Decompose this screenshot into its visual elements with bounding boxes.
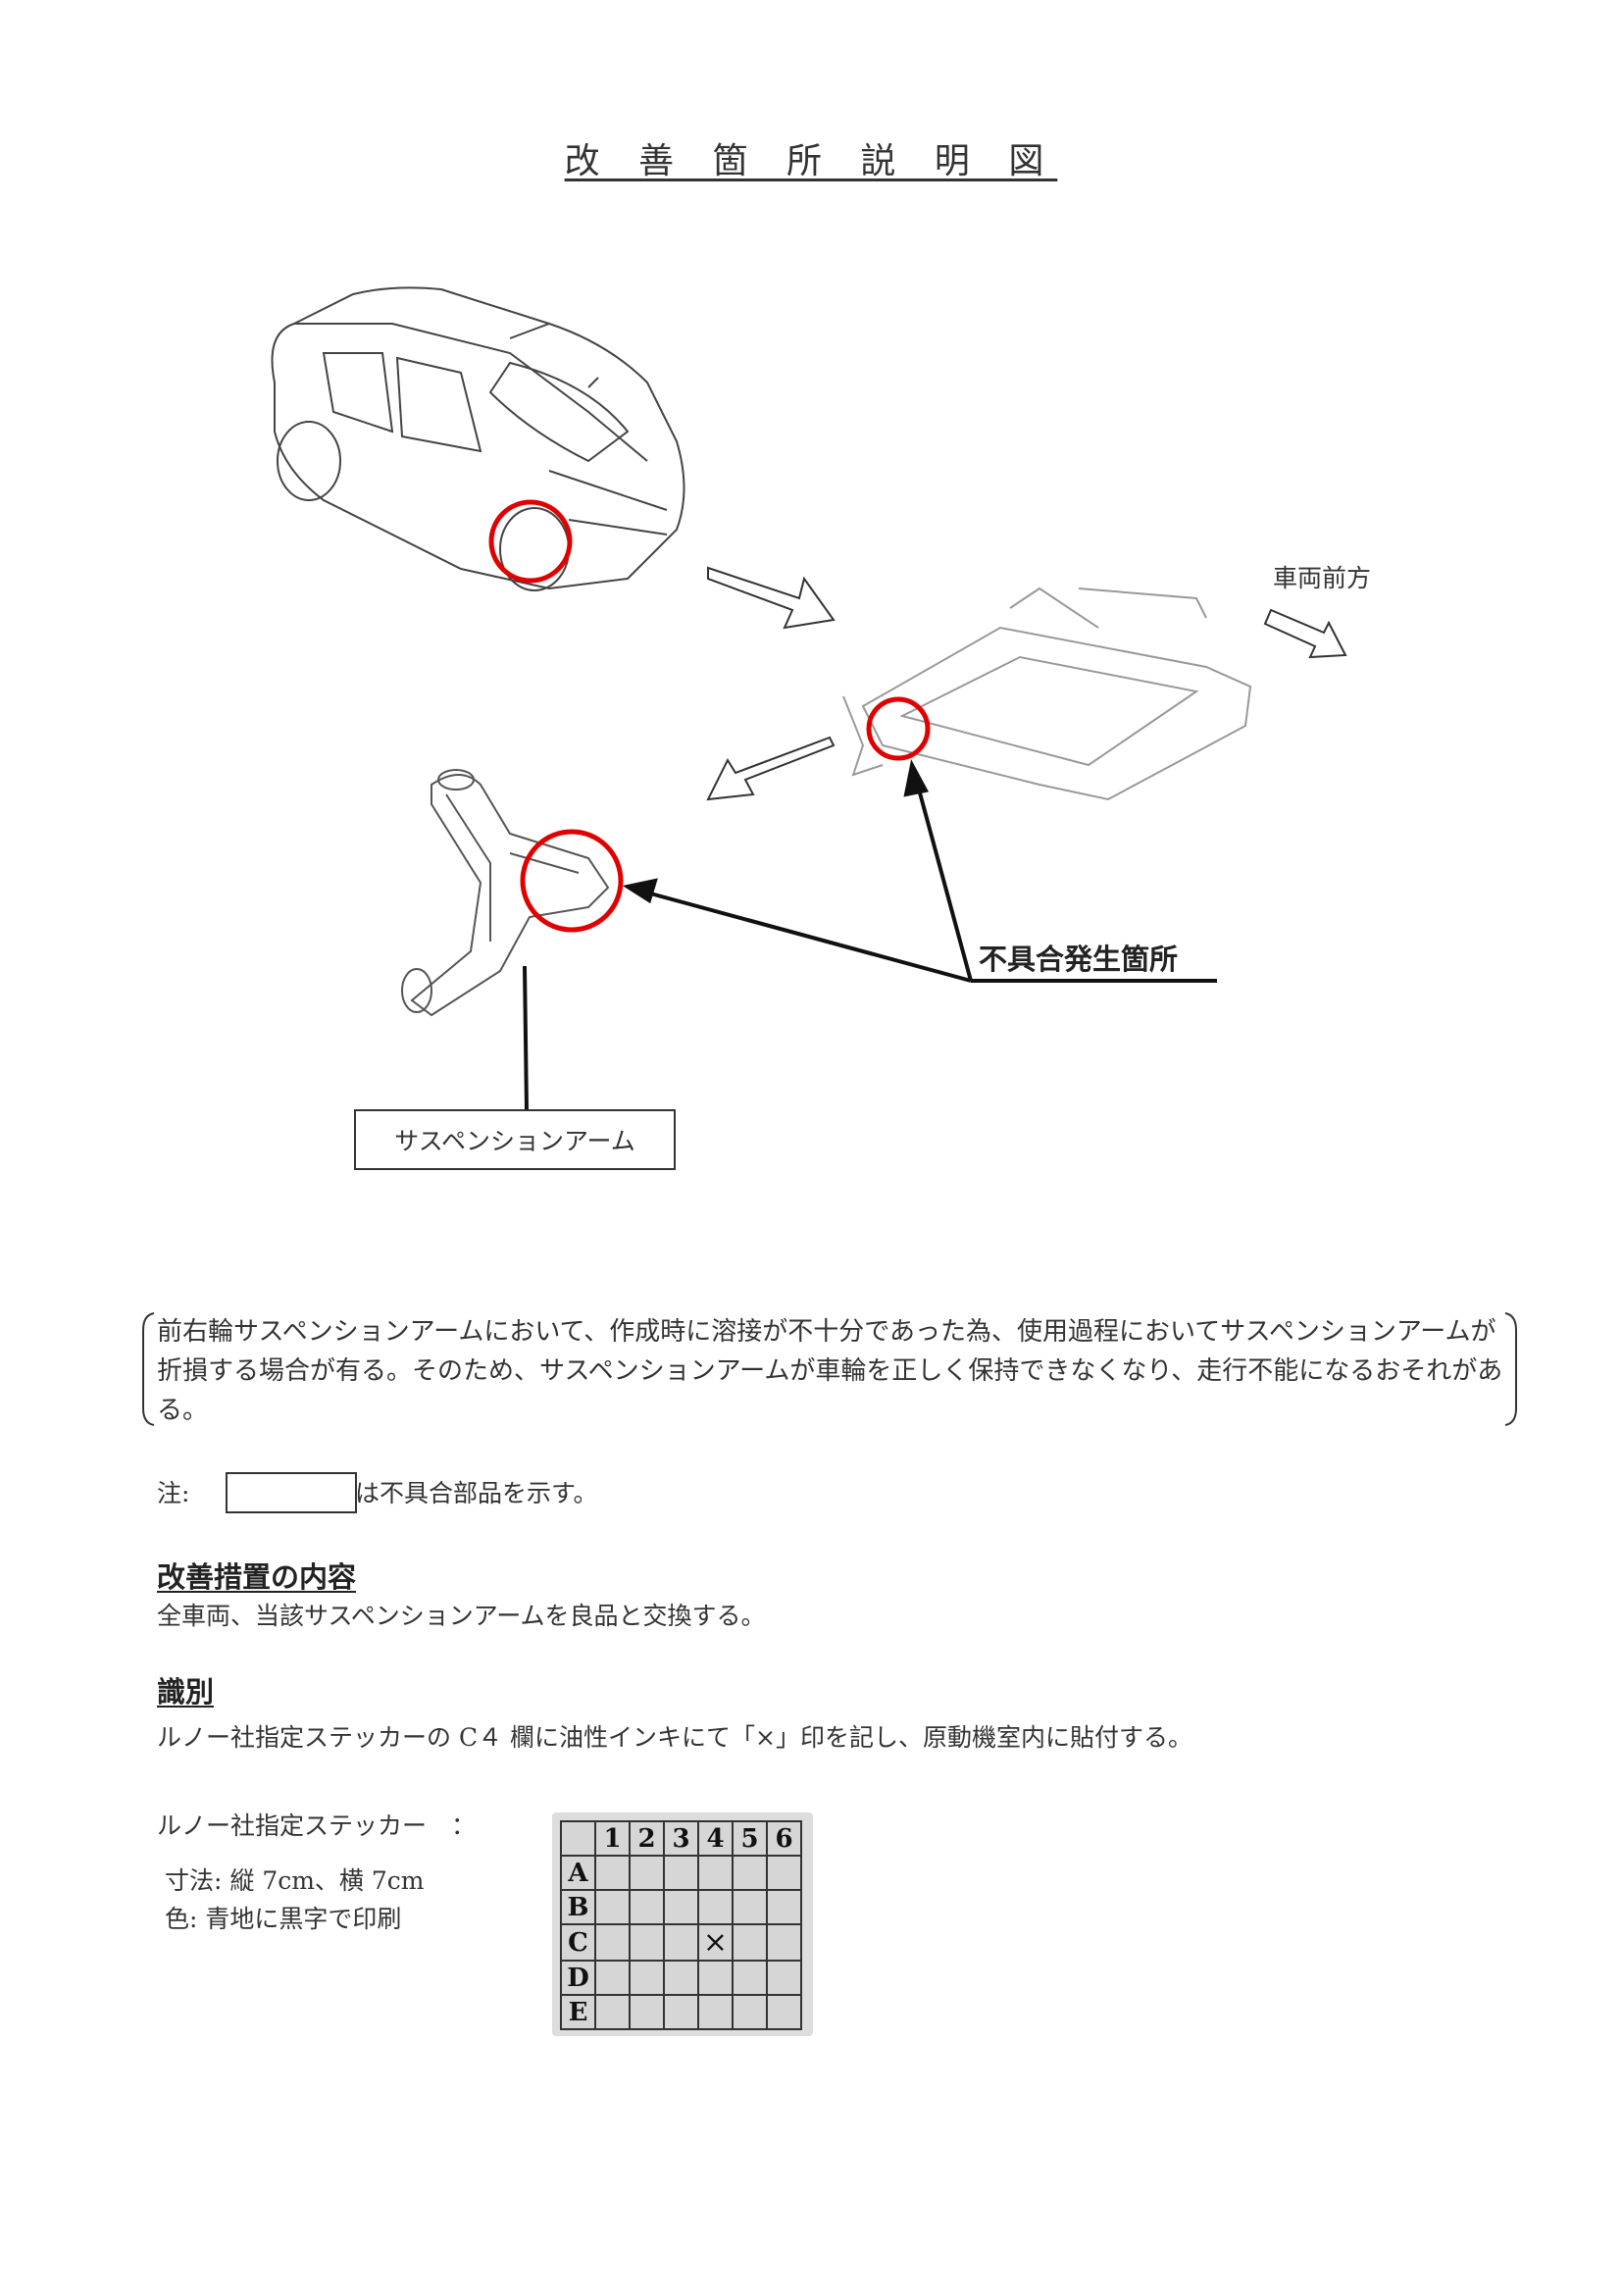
grid-cell [663, 1855, 699, 1891]
subframe-highlight-circle [866, 696, 931, 761]
grid-cell [663, 1923, 699, 1962]
remedy-body: 全車両、当該サスペンションアームを良品と交換する。 [157, 1602, 766, 1630]
description-text: 前右輪サスペンションアームにおいて、作成時に溶接が不十分であった為、使用過程にお… [157, 1317, 1503, 1425]
grid-cell [594, 1960, 631, 1996]
grid-cell [766, 1994, 802, 2030]
front-direction-arrow [1263, 608, 1347, 659]
grid-cell [732, 1960, 768, 1996]
front-direction-label: 車両前方 [1273, 564, 1372, 592]
defect-pointer-lines [523, 759, 1217, 1110]
grid-cell [697, 1889, 734, 1925]
grid-column-header: 5 [732, 1820, 768, 1857]
grid-column-header: 2 [629, 1820, 665, 1857]
grid-cell [629, 1994, 665, 2030]
grid-cell [629, 1923, 665, 1962]
bracket-lines [142, 1312, 1517, 1426]
grid-row: E [560, 1994, 802, 2030]
grid-row: B [560, 1889, 802, 1925]
grid-corner [560, 1820, 596, 1857]
vehicle-drawing [271, 286, 685, 591]
arrow-to-subframe [707, 566, 836, 630]
suspension-arm-label-box: サスペンションアーム [354, 1109, 676, 1170]
note-text: は不具合部品を示す。 [355, 1479, 598, 1507]
grid-cell [766, 1923, 802, 1962]
grid-cell [629, 1889, 665, 1925]
grid-cell [766, 1889, 802, 1925]
grid-row-header: D [560, 1960, 596, 1996]
grid-cell [594, 1855, 631, 1891]
defective-part-legend-box [226, 1472, 357, 1513]
grid-row-header: B [560, 1889, 596, 1925]
grid-cell [629, 1960, 665, 1996]
grid-cell [663, 1889, 699, 1925]
arm-highlight-circle [520, 829, 624, 933]
sticker-color: 色: 青地に黒字で印刷 [165, 1905, 402, 1933]
grid-column-header: 6 [766, 1820, 802, 1857]
grid-cell [732, 1889, 768, 1925]
grid-cell [697, 1994, 734, 2030]
grid-cell [697, 1855, 734, 1891]
grid-cell [697, 1960, 734, 1996]
sticker-label: ルノー社指定ステッカー ： [157, 1811, 477, 1840]
description-box: 前右輪サスペンションアームにおいて、作成時に溶接が不十分であった為、使用過程にお… [140, 1310, 1519, 1428]
page-title: 改 善 箇 所 説 明 図 [564, 141, 1058, 181]
grid-cell [663, 1994, 699, 2030]
grid-cell [594, 1923, 631, 1962]
grid-cell [766, 1960, 802, 1996]
grid-cell [732, 1994, 768, 2030]
grid-cell [732, 1855, 768, 1891]
suspension-arm-label: サスペンションアーム [394, 1127, 635, 1155]
identification-body: ルノー社指定ステッカーの C４ 欄に油性インキにて「×」印を記し、原動機室内に貼… [157, 1723, 1192, 1752]
vehicle-highlight-circle [488, 499, 573, 584]
grid-cell [594, 1994, 631, 2030]
grid-cell [766, 1855, 802, 1891]
grid-column-header: 4 [697, 1820, 734, 1857]
grid-column-header: 3 [663, 1820, 699, 1857]
grid-mark-cell: × [697, 1923, 734, 1962]
arrow-to-arm [706, 736, 836, 801]
grid-row: A [560, 1855, 802, 1891]
grid-cell [663, 1960, 699, 1996]
grid-cell [629, 1855, 665, 1891]
remedy-heading: 改善措置の内容 [157, 1560, 357, 1594]
grid-row-header: C [560, 1923, 596, 1962]
identification-heading: 識別 [157, 1675, 215, 1709]
defect-location-label: 不具合発生箇所 [979, 943, 1179, 976]
grid-row: C× [560, 1923, 802, 1962]
grid-row: D [560, 1960, 802, 1996]
note-prefix: 注: [157, 1479, 190, 1507]
improvement-diagram [271, 286, 1347, 1110]
grid-row-header: A [560, 1855, 596, 1891]
grid-row-header: E [560, 1994, 596, 2030]
grid-cell [594, 1889, 631, 1925]
subframe-drawing [842, 587, 1252, 801]
sticker-size: 寸法: 縦 7cm、横 7cm [165, 1866, 425, 1895]
grid-column-header: 1 [594, 1820, 631, 1857]
suspension-arm-drawing [401, 769, 610, 1017]
grid-cell [732, 1923, 768, 1962]
